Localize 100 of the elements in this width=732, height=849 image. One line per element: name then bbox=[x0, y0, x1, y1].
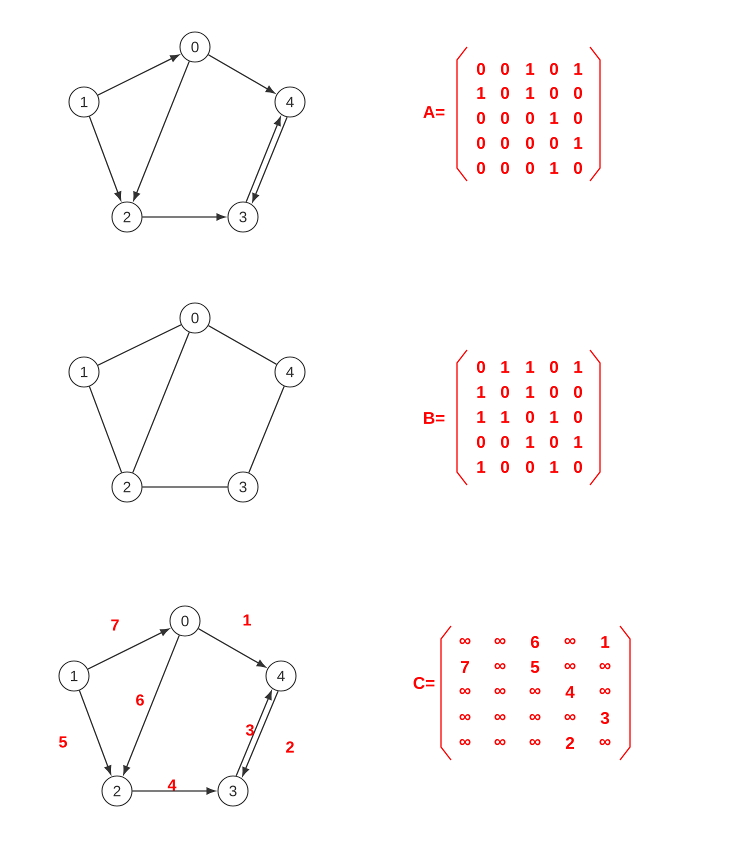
matrix-entry: 1 bbox=[477, 87, 486, 99]
graph-vertex: 0 bbox=[179, 302, 211, 334]
graph-vertex: 4 bbox=[265, 660, 297, 692]
matrix-entry: ∞ bbox=[494, 638, 506, 644]
matrix-entry: 1 bbox=[526, 436, 534, 448]
matrix-entry: 1 bbox=[601, 636, 610, 648]
matrix-entry: 1 bbox=[477, 386, 486, 398]
matrix-entry: ∞ bbox=[460, 688, 470, 694]
matrix-entry: 0 bbox=[500, 436, 510, 448]
matrix-entry: 1 bbox=[550, 112, 558, 124]
matrix-entry: 0 bbox=[500, 112, 510, 124]
matrix-entry: 1 bbox=[526, 386, 534, 398]
graph-vertex: 4 bbox=[274, 356, 306, 388]
matrix-entry: 1 bbox=[574, 63, 582, 75]
graph-vertex: 1 bbox=[68, 356, 100, 388]
edge-label: 6 bbox=[136, 694, 144, 706]
arrow bbox=[132, 787, 216, 795]
edge-label: 1 bbox=[244, 614, 251, 626]
arrow bbox=[236, 690, 272, 776]
matrix-entry: 0 bbox=[574, 460, 582, 474]
graph-vertex: 3 bbox=[227, 471, 259, 503]
arrow bbox=[78, 690, 112, 774]
matrix-entry: 1 bbox=[501, 411, 510, 423]
matrix-entry: 7 bbox=[461, 661, 469, 673]
matrix-entry: 0 bbox=[526, 460, 534, 474]
matrix-entry: ∞ bbox=[530, 688, 540, 694]
matrix-entry: 0 bbox=[550, 62, 558, 76]
arrow bbox=[198, 628, 266, 668]
matrix-entry: 1 bbox=[550, 162, 558, 174]
matrix-entry: ∞ bbox=[530, 714, 540, 720]
matrix-entry: ∞ bbox=[600, 739, 610, 746]
graph-vertex: 4 bbox=[274, 86, 306, 118]
matrix-entry: 4 bbox=[566, 686, 575, 698]
edge-label: 2 bbox=[286, 741, 294, 753]
matrix-entry: ∞ bbox=[460, 739, 470, 746]
matrix-entry: ∞ bbox=[564, 714, 576, 720]
arrow bbox=[88, 116, 122, 200]
arrow bbox=[133, 61, 190, 201]
matrix-entry: ∞ bbox=[494, 663, 506, 670]
matrix-entry: 1 bbox=[574, 137, 582, 149]
arrow bbox=[98, 54, 180, 96]
matrix-entry: 1 bbox=[550, 411, 558, 423]
edge-label: 5 bbox=[59, 736, 67, 748]
matrix-entry: 1 bbox=[477, 461, 486, 473]
matrix-entry: 0 bbox=[550, 86, 558, 100]
matrix-entry: 1 bbox=[550, 461, 558, 473]
matrix-entry: 0 bbox=[500, 62, 510, 76]
matrix-entry: 1 bbox=[526, 361, 534, 373]
matrix-entry: ∞ bbox=[460, 638, 470, 644]
matrix-entry: 0 bbox=[526, 410, 534, 424]
matrix-entry: 0 bbox=[476, 62, 486, 76]
matrix-entry: ∞ bbox=[600, 688, 610, 694]
matrix-entry: 0 bbox=[574, 162, 582, 174]
matrix-entry: 0 bbox=[476, 136, 486, 150]
matrix-entry: 0 bbox=[500, 386, 510, 398]
matrix-name: A= bbox=[423, 106, 444, 118]
matrix-entry: 3 bbox=[600, 712, 610, 724]
edge-label: 3 bbox=[246, 724, 254, 736]
matrix-entry: ∞ bbox=[564, 638, 576, 644]
graph-vertex: 3 bbox=[217, 775, 249, 807]
matrix-entry: ∞ bbox=[494, 739, 506, 746]
matrix-entry: 6 bbox=[530, 636, 540, 648]
matrix-entry: 0 bbox=[550, 136, 558, 150]
matrix-entry: ∞ bbox=[460, 714, 470, 720]
matrix-entry: 1 bbox=[501, 361, 510, 373]
matrix-entry: 0 bbox=[550, 360, 558, 374]
matrix-name: C= bbox=[414, 676, 434, 690]
matrix-entry: 1 bbox=[574, 436, 582, 448]
matrix-entry: 5 bbox=[530, 661, 540, 673]
graph-vertex: 1 bbox=[68, 86, 100, 118]
edge-label: 4 bbox=[168, 780, 176, 790]
arrow bbox=[123, 635, 180, 775]
graph-vertex: 3 bbox=[227, 201, 259, 233]
matrix-entry: 0 bbox=[526, 136, 534, 150]
matrix-entry: 0 bbox=[550, 386, 558, 398]
matrix-entry: ∞ bbox=[494, 688, 506, 694]
matrix-entry: 0 bbox=[500, 136, 510, 150]
matrix-entry: 0 bbox=[526, 112, 534, 124]
graph-vertex: 0 bbox=[179, 31, 211, 63]
matrix-entry: 0 bbox=[476, 436, 486, 448]
matrix-entry: ∞ bbox=[530, 739, 540, 746]
arrow bbox=[88, 628, 170, 670]
matrix-entry: ∞ bbox=[600, 663, 610, 670]
matrix-entry: 0 bbox=[574, 86, 582, 100]
matrix-entry: 1 bbox=[477, 411, 486, 423]
graph-vertex: 2 bbox=[111, 471, 143, 503]
matrix-entry: 1 bbox=[526, 63, 534, 75]
matrix-entry: 0 bbox=[574, 112, 582, 124]
graph-vertex: 2 bbox=[111, 201, 143, 233]
matrix-entry: 0 bbox=[500, 162, 510, 174]
matrix-entry: 2 bbox=[566, 737, 574, 749]
matrix-entry: 0 bbox=[526, 162, 534, 174]
matrix-name: B= bbox=[424, 412, 444, 424]
arrow bbox=[242, 691, 279, 776]
matrix-entry: 0 bbox=[500, 460, 510, 474]
graph-vertex: 0 bbox=[169, 605, 201, 637]
arrow bbox=[252, 117, 288, 202]
matrix-entry: 0 bbox=[476, 112, 486, 124]
edge-label: 7 bbox=[111, 620, 119, 630]
graph-vertex: 2 bbox=[101, 775, 133, 807]
